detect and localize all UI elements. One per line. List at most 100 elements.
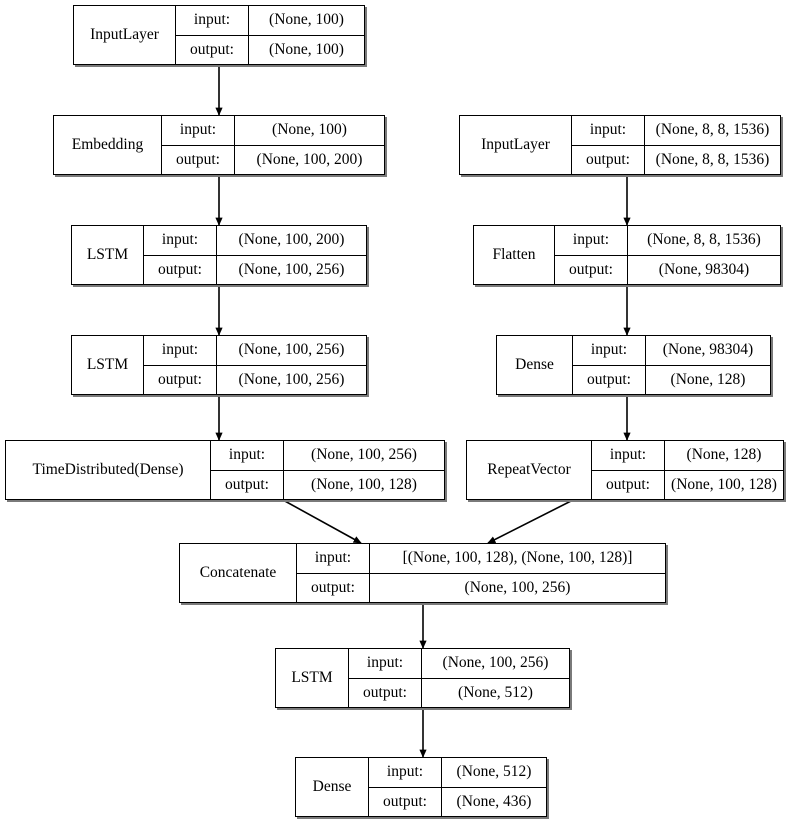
layer-output-label: output:	[606, 475, 650, 493]
layer-output-label: output:	[158, 260, 202, 278]
layer-output-label: output:	[176, 150, 220, 168]
layer-output-row: output: (None, 128)	[573, 365, 770, 394]
layer-output-row: output: (None, 100, 256)	[144, 255, 366, 284]
layer-name: Concatenate	[199, 564, 277, 581]
edge-repeat_vector-to-concatenate	[487, 499, 574, 544]
layer-input-row: input: (None, 128)	[592, 441, 783, 471]
layer-node-time_distributed_dense[interactable]: TimeDistributed(Dense) input:(None, 100, …	[5, 440, 445, 500]
layer-output-label: output:	[363, 683, 407, 701]
layer-io-table: input: (None, 100, 256) output: (None, 512)	[348, 649, 569, 707]
layer-output-row: output: (None, 100, 256)	[144, 365, 366, 394]
layer-name: LSTM	[291, 669, 333, 686]
layer-input-label: input:	[589, 121, 627, 139]
layer-output-row: output: (None, 100)	[176, 35, 364, 64]
layer-input-label: input:	[161, 231, 199, 249]
layer-output-row: output: (None, 100, 200)	[162, 145, 384, 174]
layer-output-label: output:	[586, 150, 630, 168]
layer-node-flatten[interactable]: Flatten input: (None, 8, 8, 1536) output: (N…	[473, 225, 781, 285]
layer-input-label: input:	[314, 549, 352, 567]
layer-node-lstm_3[interactable]: LSTM input: (None, 100, 256) output: (None, …	[275, 648, 570, 708]
layer-io-table: input:(None, 100) output: (None, 100, 200)	[161, 116, 384, 174]
layer-io-table: input: (None, 128) output: (None, 100, 128)	[591, 441, 783, 499]
layer-node-lstm_2[interactable]: LSTM input: (None, 100, 256) output: (None, …	[71, 335, 367, 395]
layer-input-label: input:	[179, 121, 217, 139]
layer-node-dense_128[interactable]: Dense input:(None, 98304) output: (None, 12…	[496, 335, 771, 395]
layer-io-table: input: (None, 8, 8, 1536)output:(None, 8,…	[571, 116, 780, 174]
layer-input-row: input:(None, 100)	[162, 116, 384, 146]
layer-input-label: input:	[609, 446, 647, 464]
layer-output-row: output: (None, 100, 256)	[297, 573, 665, 602]
layer-output-label: output:	[383, 792, 427, 810]
layer-input-row: input:(None, 98304)	[573, 336, 770, 366]
layer-input-label: input:	[572, 231, 610, 249]
layer-input-label: input:	[161, 341, 199, 359]
layer-node-input_layer_text[interactable]: InputLayer input: (None, 100) output: (None,…	[73, 5, 365, 65]
layer-output-row: output: (None, 98304)	[555, 255, 780, 284]
layer-name: InputLayer	[90, 26, 159, 43]
layer-output-label: output:	[569, 260, 613, 278]
layer-input-shape: (None, 8, 8, 1536)	[627, 226, 780, 255]
layer-output-shape: (None, 436)	[441, 787, 546, 816]
layer-io-table: input: (None, 8, 8, 1536) output: (None, 98…	[554, 226, 780, 284]
layer-input-shape: (None, 100, 256)	[216, 336, 366, 365]
layer-input-shape: (None, 100, 256)	[283, 441, 444, 470]
layer-name: Dense	[515, 356, 554, 373]
layer-output-shape: (None, 100, 128)	[664, 470, 783, 499]
layer-input-row: input: (None, 8, 8, 1536)	[555, 226, 780, 256]
layer-input-row: input: (None, 8, 8, 1536)	[572, 116, 780, 146]
layer-output-label: output:	[190, 40, 234, 58]
layer-input-label: input:	[590, 341, 628, 359]
layer-input-shape: (None, 512)	[441, 758, 546, 787]
layer-input-shape: (None, 100)	[248, 6, 364, 35]
layer-input-row: input: [(None, 100, 128), (None, 100, 128…	[297, 544, 665, 574]
layer-output-row: output: (None, 512)	[349, 678, 569, 707]
layer-output-shape: (None, 100, 256)	[216, 365, 366, 394]
layer-output-label: output:	[225, 475, 269, 493]
layer-output-label: output:	[311, 578, 355, 596]
layer-name: TimeDistributed(Dense)	[32, 461, 184, 478]
layer-output-label: output:	[587, 370, 631, 388]
layer-io-table: input:(None, 512) output: (None, 436)	[368, 758, 546, 816]
layer-io-table: input: (None, 100) output: (None, 100)	[175, 6, 364, 64]
layer-output-row: output: (None, 100, 128)	[211, 470, 444, 499]
layer-name: Flatten	[492, 246, 536, 263]
layer-output-shape: (None, 512)	[421, 678, 569, 707]
layer-name: RepeatVector	[487, 461, 571, 478]
layer-output-shape: (None, 128)	[645, 365, 770, 394]
layer-output-shape: (None, 100)	[248, 35, 364, 64]
layer-input-row: input: (None, 100, 256)	[144, 336, 366, 366]
layer-input-shape: (None, 128)	[664, 441, 783, 470]
layer-input-row: input:(None, 512)	[369, 758, 546, 788]
layer-io-table: input:(None, 98304) output: (None, 128)	[572, 336, 770, 394]
layer-output-shape: (None, 100, 200)	[234, 145, 384, 174]
layer-output-row: output:(None, 8, 8, 1536)	[572, 145, 780, 174]
layer-input-shape: [(None, 100, 128), (None, 100, 128)]	[369, 544, 665, 573]
layer-input-label: input:	[366, 654, 404, 672]
layer-input-label: input:	[193, 11, 231, 29]
layer-input-row: input: (None, 100, 256)	[349, 649, 569, 679]
layer-name: LSTM	[86, 356, 129, 373]
layer-output-shape: (None, 100, 128)	[283, 470, 444, 499]
layer-node-dense_436[interactable]: Dense input:(None, 512) output: (None, 436)	[295, 757, 547, 817]
layer-input-row: input:(None, 100, 256)	[211, 441, 444, 471]
layer-input-row: input: (None, 100)	[176, 6, 364, 36]
layer-output-shape: (None, 100, 256)	[216, 255, 366, 284]
layer-output-row: output: (None, 436)	[369, 787, 546, 816]
layer-name: Dense	[312, 778, 352, 795]
layer-node-repeat_vector[interactable]: RepeatVector input: (None, 128) output: (Non…	[466, 440, 784, 500]
layer-output-label: output:	[158, 370, 202, 388]
layer-node-concatenate[interactable]: Concatenate input: [(None, 100, 128), (Non…	[179, 543, 666, 603]
layer-name: InputLayer	[481, 136, 550, 153]
layer-output-row: output: (None, 100, 128)	[592, 470, 783, 499]
layer-io-table: input:(None, 100, 256) output: (None, 100,…	[210, 441, 444, 499]
layer-output-shape: (None, 100, 256)	[369, 573, 665, 602]
layer-input-shape: (None, 100, 256)	[421, 649, 569, 678]
layer-input-shape: (None, 8, 8, 1536)	[644, 116, 780, 145]
layer-output-shape: (None, 98304)	[627, 255, 780, 284]
edge-time_distributed_dense-to-concatenate	[282, 499, 362, 544]
layer-io-table: input: [(None, 100, 128), (None, 100, 128…	[296, 544, 665, 602]
